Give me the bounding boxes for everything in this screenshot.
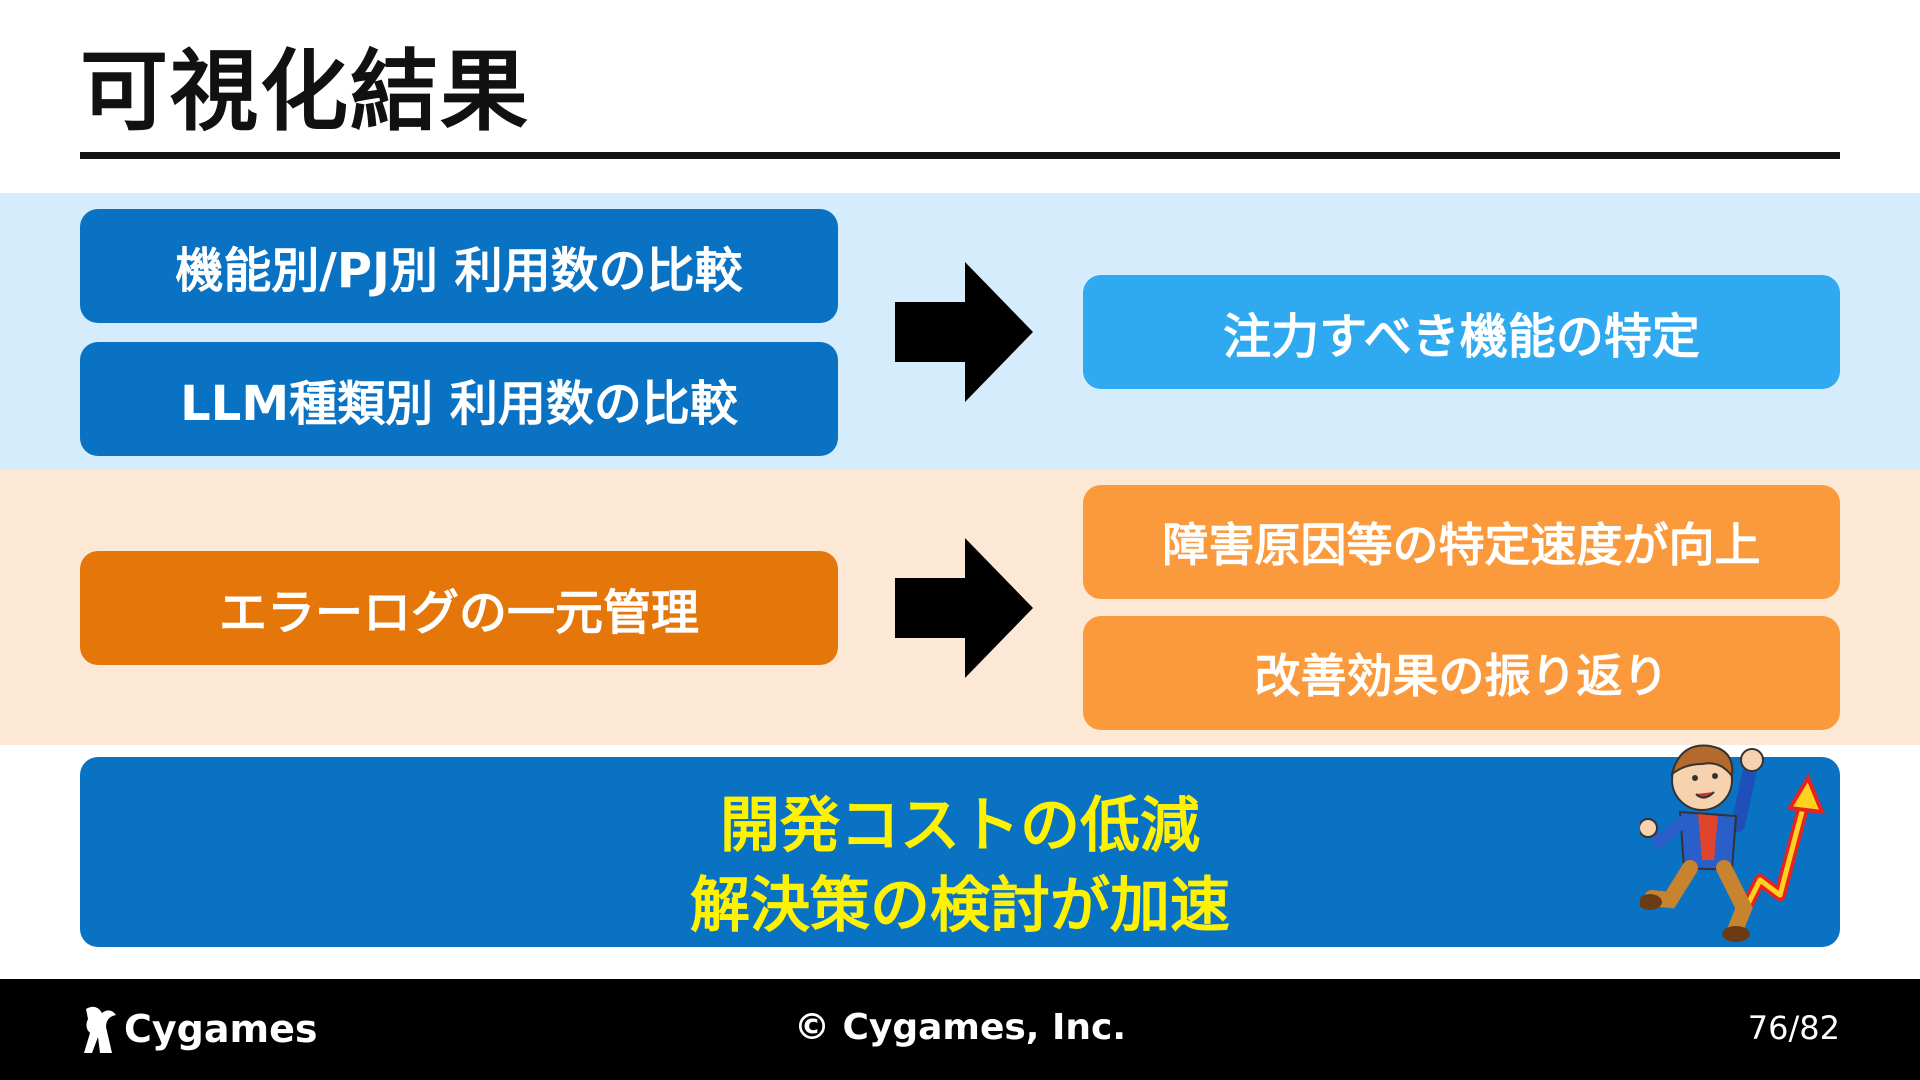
result-box-faster-root-cause: 障害原因等の特定速度が向上 [1083,485,1840,599]
result-box-improvement-review: 改善効果の振り返り [1083,616,1840,730]
input-box-error-log-management: エラーログの一元管理 [80,551,838,665]
page-title: 可視化結果 [80,40,531,143]
result-box-focus-features: 注力すべき機能の特定 [1083,275,1840,389]
conclusion-line-1: 開発コストの低減 [720,791,1200,861]
page-number: 76/82 [1747,1009,1840,1047]
input-box-llm-type-usage: LLM種類別 利用数の比較 [80,342,838,456]
cheering-character-illustration [1640,744,1826,942]
cygames-logo: Cygames [80,1001,318,1057]
title-divider [80,152,1840,159]
right-arrow-icon [895,262,1033,402]
conclusion-line-2: 解決策の検討が加速 [690,871,1230,941]
logo-text: Cygames [124,1007,318,1051]
input-box-feature-project-usage: 機能別/PJ別 利用数の比較 [80,209,838,323]
conclusion-box: 開発コストの低減 解決策の検討が加速 [80,757,1840,947]
right-arrow-icon [895,538,1033,678]
footer-bar: Cygames © Cygames, Inc. 76/82 [0,979,1920,1080]
copyright-text: © Cygames, Inc. [793,1007,1127,1048]
cygames-emblem-icon [84,1006,116,1053]
